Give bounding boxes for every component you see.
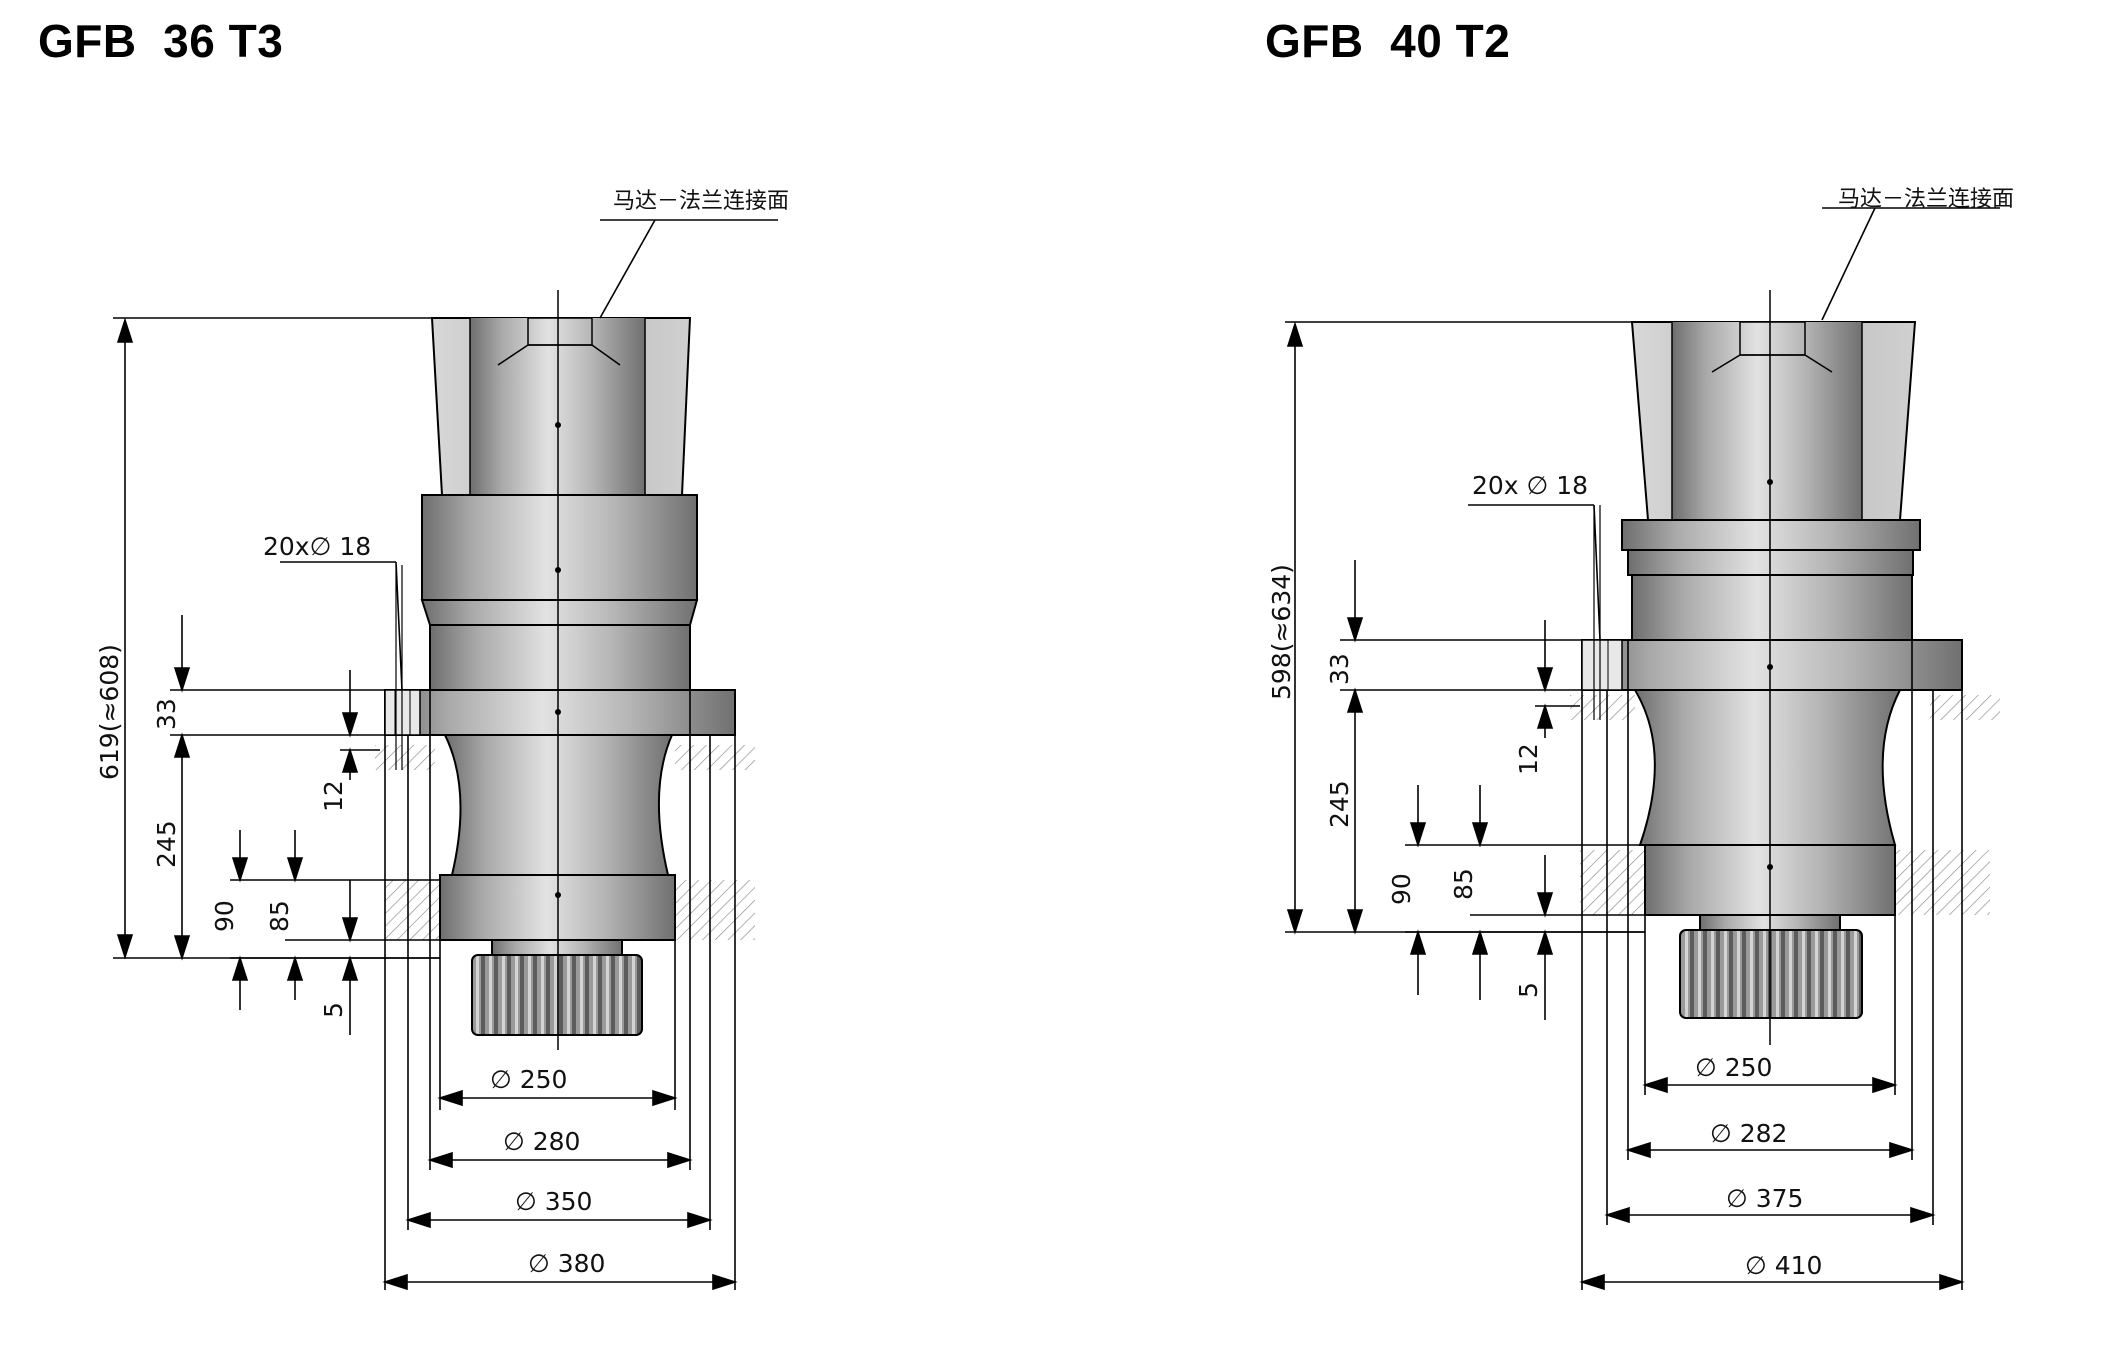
height-245-right: 245 xyxy=(1325,780,1354,828)
labels-right: 马达－法兰连接面 20x ∅ 18 598(≈634) 33 245 12 90… xyxy=(1267,187,2014,1280)
flange-note-right: 马达－法兰连接面 xyxy=(1838,187,2014,212)
height-total-left: 619(≈608) xyxy=(95,644,124,780)
title-gfb-36-t3: GFB 36 T3 xyxy=(38,15,284,67)
height-5-left: 5 xyxy=(319,1002,348,1018)
height-90-left: 90 xyxy=(210,900,239,932)
height-33-left: 33 xyxy=(152,698,181,730)
diameter-380-left: ∅ 380 xyxy=(528,1249,605,1278)
height-5-right: 5 xyxy=(1514,982,1543,998)
labels-left: 马达－法兰连接面 20x∅ 18 619(≈608) 33 245 12 90 … xyxy=(95,189,789,1278)
height-245-left: 245 xyxy=(152,820,181,868)
height-85-right: 85 xyxy=(1449,868,1478,900)
holes-label-right: 20x ∅ 18 xyxy=(1472,471,1588,500)
gearbox-left xyxy=(375,290,755,1050)
diameter-250-right: ∅ 250 xyxy=(1695,1053,1772,1082)
diameter-282-right: ∅ 282 xyxy=(1710,1119,1787,1148)
height-12-right: 12 xyxy=(1514,743,1543,775)
dimensions-left xyxy=(113,219,778,1291)
height-12-left: 12 xyxy=(319,780,348,812)
diameter-250-left: ∅ 250 xyxy=(490,1065,567,1094)
diameter-375-right: ∅ 375 xyxy=(1726,1184,1803,1213)
height-90-right: 90 xyxy=(1387,873,1416,905)
height-85-left: 85 xyxy=(265,900,294,932)
height-total-right: 598(≈634) xyxy=(1267,564,1296,700)
flange-note-left: 马达－法兰连接面 xyxy=(613,189,789,214)
diameter-280-left: ∅ 280 xyxy=(503,1127,580,1156)
dimensions-right xyxy=(1285,207,2000,1291)
diameter-410-right: ∅ 410 xyxy=(1745,1251,1822,1280)
gearbox-right xyxy=(1570,290,2000,1045)
holes-label-left: 20x∅ 18 xyxy=(263,532,371,561)
diameter-350-left: ∅ 350 xyxy=(515,1187,592,1216)
height-33-right: 33 xyxy=(1325,653,1354,685)
title-gfb-40-t2: GFB 40 T2 xyxy=(1265,15,1511,67)
